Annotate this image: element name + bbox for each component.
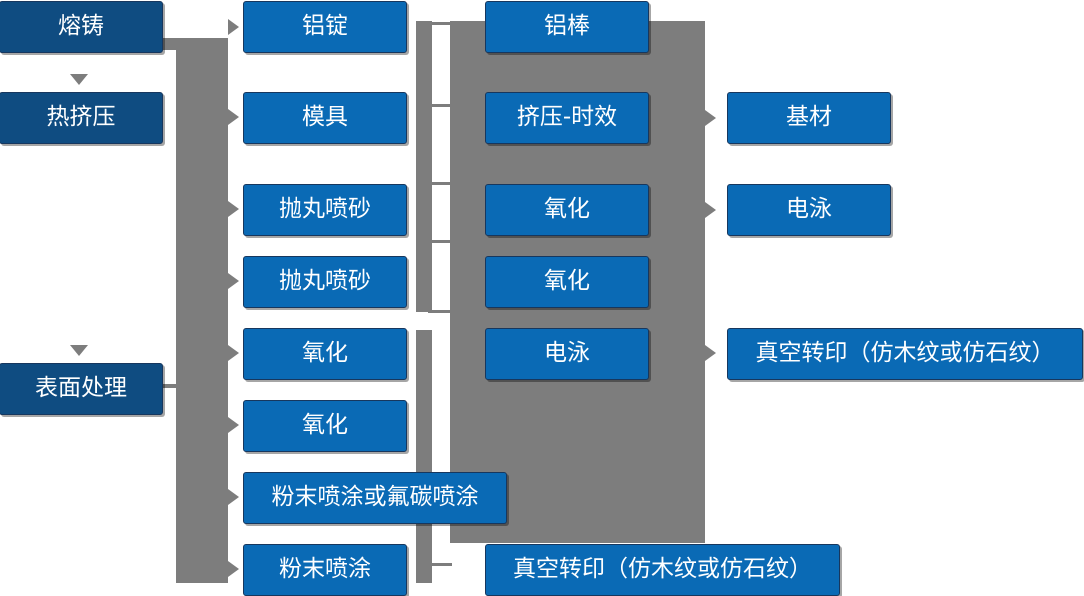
connector-stage3-arrowhead	[70, 345, 88, 356]
arrow-to-c1	[228, 19, 239, 35]
connector-left-trunk	[176, 38, 228, 583]
node-stage-3[interactable]: 表面处理	[0, 363, 163, 415]
node-process-3[interactable]: 氧化	[485, 184, 649, 236]
node-output-3[interactable]: 真空转印（仿木纹或仿石纹）	[727, 328, 1083, 380]
arrow-to-c4	[228, 273, 239, 289]
arrow-to-c8	[228, 561, 239, 577]
node-stage-1[interactable]: 熔铸	[0, 1, 163, 53]
connector-stage2-arrowhead	[70, 74, 88, 85]
arrow-to-c3	[228, 201, 239, 217]
tick-row1	[428, 22, 452, 25]
connector-mid-bar-lower	[416, 330, 432, 583]
tick-row2	[428, 104, 452, 107]
arrow-to-o1	[705, 110, 716, 126]
tick-row6	[428, 563, 452, 566]
node-input-3[interactable]: 抛丸喷砂	[243, 184, 407, 236]
node-output-2[interactable]: 电泳	[727, 184, 891, 236]
node-input-2[interactable]: 模具	[243, 92, 407, 144]
connector-stage1-down	[163, 38, 183, 50]
node-input-1[interactable]: 铝锭	[243, 1, 407, 53]
node-process-1[interactable]: 铝棒	[485, 1, 649, 53]
node-process-5[interactable]: 电泳	[485, 328, 649, 380]
node-process-6[interactable]: 真空转印（仿木纹或仿石纹）	[485, 544, 840, 596]
arrow-to-c6	[228, 417, 239, 433]
arrow-to-o3	[705, 345, 716, 361]
node-process-2[interactable]: 挤压-时效	[485, 92, 649, 144]
node-input-4[interactable]: 抛丸喷砂	[243, 256, 407, 308]
arrow-to-c7	[228, 489, 239, 505]
tick-row3	[428, 182, 452, 185]
node-stage-2[interactable]: 热挤压	[0, 92, 163, 144]
node-process-4[interactable]: 氧化	[485, 256, 649, 308]
connector-stage3-right-stub	[163, 384, 183, 388]
arrow-to-o2	[705, 202, 716, 218]
node-input-5[interactable]: 氧化	[243, 328, 407, 380]
tick-row4	[428, 240, 452, 243]
arrow-to-c2	[228, 109, 239, 125]
node-input-7[interactable]: 粉末喷涂或氟碳喷涂	[243, 472, 507, 524]
arrow-to-c5	[228, 345, 239, 361]
node-input-8[interactable]: 粉末喷涂	[243, 544, 407, 596]
tick-row5	[428, 310, 452, 313]
connector-mid-bar	[416, 21, 432, 312]
node-output-1[interactable]: 基材	[727, 92, 891, 144]
node-input-6[interactable]: 氧化	[243, 400, 407, 452]
